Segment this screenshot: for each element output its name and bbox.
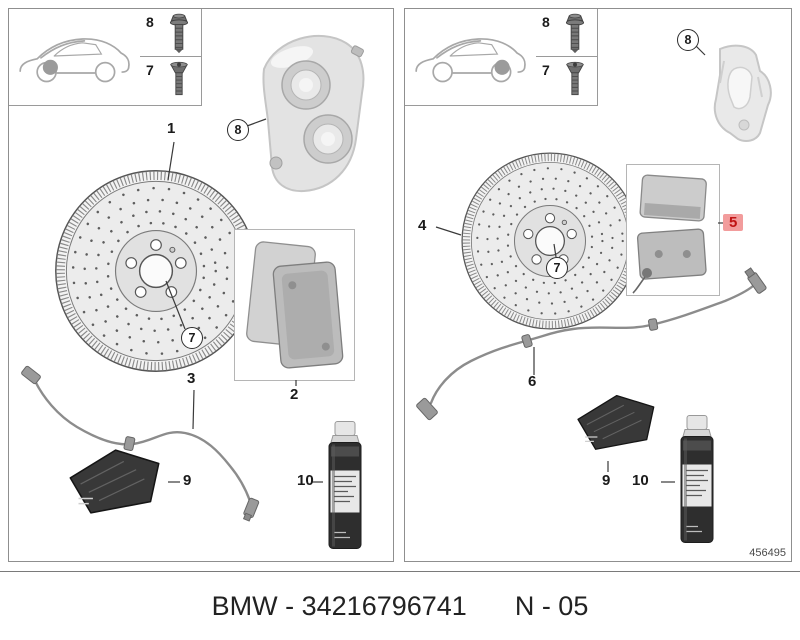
spray-part-label[interactable]: 10 <box>297 472 314 489</box>
bolt-label[interactable]: 8 <box>542 14 550 30</box>
brake-cleaner-can-illustration <box>328 420 362 550</box>
diagram-number: 456495 <box>749 547 786 559</box>
disc-set-screw-number: 7 <box>553 261 561 275</box>
screw-label[interactable]: 7 <box>542 62 550 78</box>
screw-cell: 7 <box>536 57 597 105</box>
footer-part-number: BMW - 34216796741 <box>211 591 467 621</box>
countersunk-screw-icon <box>170 61 188 96</box>
brake-pads-illustration <box>246 241 344 369</box>
car-front-axle-icon <box>19 38 130 83</box>
disc-set-screw-callout[interactable]: 7 <box>546 257 568 279</box>
brake-caliper-illustration <box>262 34 365 193</box>
bracket-callout[interactable]: 8 <box>677 29 699 51</box>
bracket-callout-number: 8 <box>684 33 692 47</box>
caliper-callout[interactable]: 8 <box>227 119 249 141</box>
car-location-box <box>9 9 141 106</box>
fastener-box: 8 7 <box>140 9 202 106</box>
screw-label[interactable]: 7 <box>146 62 154 78</box>
screw-cell: 7 <box>140 57 201 105</box>
brake-pads-illustration <box>632 174 707 294</box>
countersunk-screw-icon <box>566 61 584 96</box>
paste-part-label[interactable]: 9 <box>183 472 192 489</box>
bolt-label[interactable]: 8 <box>146 14 154 30</box>
spray-part-label[interactable]: 10 <box>632 472 649 489</box>
footer-revision: N - 05 <box>514 591 589 621</box>
bolt-cell: 8 <box>140 9 201 57</box>
pads-part-label-highlighted[interactable]: 5 <box>723 214 744 231</box>
footer-bar: BMW - 34216796741 N - 05 <box>0 571 800 640</box>
bolt-cell: 8 <box>536 9 597 57</box>
anti-squeal-paste-illustration <box>69 449 160 514</box>
brake-cleaner-can-illustration <box>680 414 714 544</box>
fastener-box: 8 7 <box>536 9 598 106</box>
pads-part-label[interactable]: 2 <box>290 386 299 403</box>
disc-part-label[interactable]: 4 <box>418 217 427 234</box>
brake-pads-box <box>234 229 355 381</box>
rear-brake-disc-illustration <box>457 148 643 334</box>
disc-set-screw-number: 7 <box>188 331 196 345</box>
caliper-bracket-illustration <box>713 44 772 142</box>
disc-part-label[interactable]: 1 <box>167 120 176 137</box>
rear-brake-panel: 8 7 8 4 7 <box>404 8 792 562</box>
front-brake-panel: 8 7 8 1 7 <box>8 8 394 562</box>
sensor-part-label[interactable]: 3 <box>187 370 196 387</box>
paste-part-label[interactable]: 9 <box>602 472 611 489</box>
front-brake-disc-illustration <box>50 165 262 377</box>
bolt-icon <box>565 13 585 54</box>
car-rear-axle-icon <box>415 38 526 83</box>
sensor-part-label[interactable]: 6 <box>528 373 537 390</box>
anti-squeal-paste-illustration <box>577 394 655 450</box>
brake-pads-box <box>626 164 720 296</box>
car-location-box <box>405 9 537 106</box>
bolt-icon <box>169 13 189 54</box>
caliper-callout-number: 8 <box>234 123 242 137</box>
disc-set-screw-callout[interactable]: 7 <box>181 327 203 349</box>
